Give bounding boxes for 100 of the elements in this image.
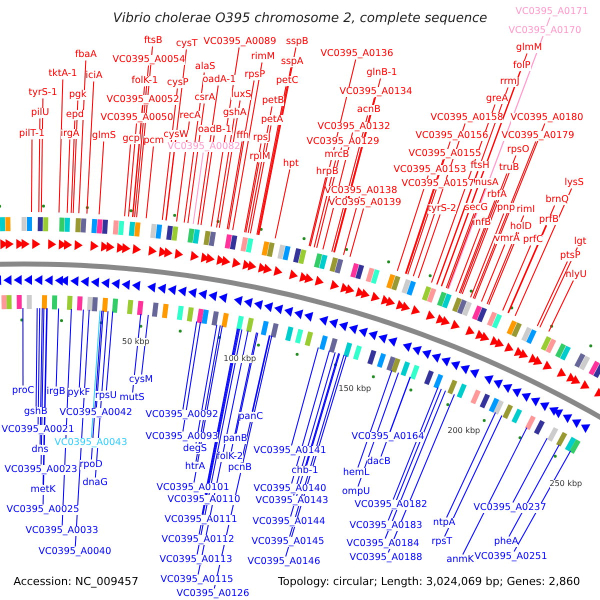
leader-line [98,141,104,215]
leader-line [40,308,44,465]
leader-line [198,85,219,226]
gene-label: VC0395_A0092 [146,410,218,420]
gene-label: VC0395_A0052 [106,95,180,104]
gene-label: pykF [68,388,90,398]
gene-label: ffh [236,131,250,140]
leader-line [78,60,86,214]
gene-label: VC0395_A0129 [306,137,380,146]
gene-label: VC0395_A0054 [112,55,186,64]
gene-label: cysT [176,39,198,48]
gene-label: anmK [446,555,474,564]
gene-label: VC0395_A0156 [416,131,488,140]
leader-line [124,144,131,217]
gene-label: VC0395_A0188 [350,553,422,562]
gene-label: prfB [539,215,559,224]
gene-label: panC [238,412,264,422]
gene-label: iciA [86,71,103,80]
gene-label: hemL [343,468,370,478]
leader-line [58,79,64,213]
leader-line [380,376,411,457]
leader-line [458,200,496,294]
gene-label: glnB-1 [366,68,398,78]
leader-line [256,86,286,236]
gene-label: VC0395_A0136 [320,49,394,58]
leader-line [508,444,560,537]
gene-label: VC0395_A0171 [516,7,588,16]
leader-line [548,280,574,332]
gene-label: irgA [60,129,80,138]
gene-label: rrmJ [500,77,520,86]
gene-label: panB [223,434,248,444]
gene-label: rpsO [507,145,530,154]
gene-label: rbfA [487,190,507,200]
gene-label: mutS [120,393,145,402]
leader-line [250,125,272,234]
leader-line [226,141,243,230]
leader-line [502,245,532,311]
gene-label: VC0395_A0110 [168,495,240,504]
gene-label: VC0395_A0146 [248,557,320,566]
gene-label: VC0395_A0153 [394,165,466,174]
gene-label: degS [183,444,207,454]
scale-label: 250 kbp [550,480,582,488]
leader-line [436,87,508,285]
leader-line [274,169,290,239]
gene-label: VC0395_A0180 [510,113,584,122]
gene-label: rimI [516,205,536,214]
gene-label: VC0395_A0157 [402,179,474,188]
gene-label: pcm [144,136,164,146]
leader-line [42,308,48,485]
leader-line [455,228,480,292]
leader-line [472,141,536,299]
leader-line [192,152,204,224]
leader-line [446,213,474,288]
gene-label: csrA [194,93,216,102]
gene-label: sspA [281,57,304,66]
leader-line [128,123,137,217]
gene-label: VC0395_A0144 [252,517,326,526]
sequence-info-text: Topology: circular; Length: 3,024,069 bp; Genes: 2,860 [278,576,580,586]
gene-label: rplM [250,152,270,162]
leader-line [165,140,176,221]
gene-label: chb-1 [292,466,318,476]
gene-label: rpsP [244,70,266,80]
leader-line [248,106,272,234]
leader-line [40,308,43,445]
gene-label: rpsU [95,391,117,400]
leader-line [460,173,508,294]
gene-label: pheA [494,537,518,546]
gene-label: proC [12,386,34,396]
gene-label: dacB [367,457,391,466]
gene-label: luxS [231,90,252,100]
leader-line [396,175,429,272]
leader-line [486,215,524,304]
gene-label: mrcB [324,150,350,160]
leader-line [350,208,364,258]
scale-label: 200 kbp [448,427,480,435]
leader-line [508,225,548,314]
gene-label: hlyU [566,270,587,280]
leader-line [146,146,154,219]
leader-line [462,427,528,555]
gene-label: sspB [286,37,308,46]
leader-line [70,120,76,214]
leader-line [512,438,548,503]
gene-label: VC0395_A0155 [408,149,482,158]
gene-label: rpsT [432,537,452,546]
map-title: Vibrio cholerae O395 chromosome 2, complete sequence [113,12,488,24]
leader-line [182,320,198,410]
leader-line [90,310,100,438]
leader-line [96,310,104,408]
gene-label: VC0395_A0042 [60,408,132,418]
gene-label: rpsJ [253,133,271,142]
gene-label: pilT-1 [19,129,45,138]
gene-label: hpt [283,159,299,168]
leader-line [240,334,270,463]
gene-label: greA [486,94,508,104]
gene-label: rimM [251,52,275,62]
gene-label: VC0395_A0139 [328,198,402,208]
gene-label: brnQ [546,195,569,204]
leader-line [204,328,238,495]
leader-line [291,347,319,446]
gene-label: oadA-1 [202,75,236,84]
